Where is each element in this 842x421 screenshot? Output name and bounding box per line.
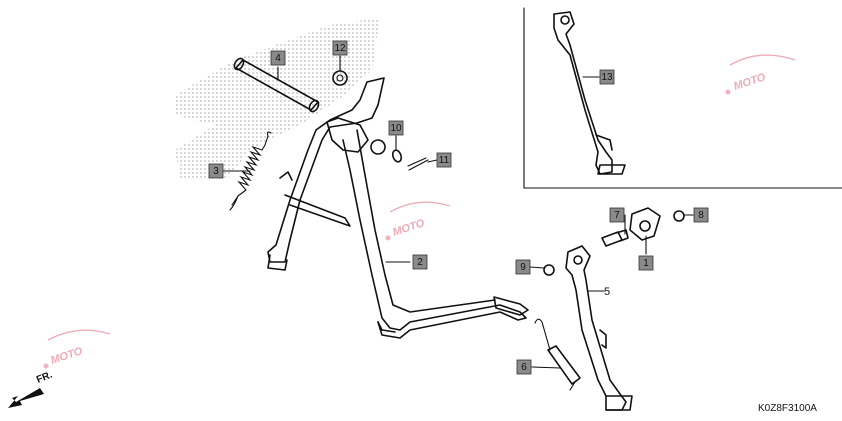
small-washer [543,264,555,276]
callout-11: 11 [436,152,452,168]
callout-box [270,50,286,66]
callout-box [332,40,348,56]
side-stand-assembly [553,11,626,175]
spring [229,131,272,211]
callout-9: 9 [515,259,531,275]
callout-box [436,152,452,168]
callout-number: 9 [520,262,526,273]
washer [391,149,403,163]
side-stand-spring [534,318,581,391]
callout-box [412,254,428,270]
callout-3: 3 [208,163,224,179]
front-direction-label: FR. [35,369,54,385]
watermark-text: MOTO [732,71,767,93]
callout-number: 4 [275,53,281,64]
callout-13: 13 [599,69,615,85]
cotter-pin [407,157,429,171]
leader-lines [222,55,694,369]
nut [332,70,348,86]
callout-number: 3 [213,166,219,177]
side-stand-switch [629,207,661,241]
callout-2: 2 [412,254,428,270]
callout-number: 1 [643,258,649,269]
inset-frame [523,7,842,189]
small-nut [673,210,685,222]
callout-number: 5 [604,286,610,298]
callout-box [515,259,531,275]
callout-12: 12 [332,40,348,56]
callout-box [208,163,224,179]
callout-number: 10 [390,123,402,134]
pivot-pipe [233,57,320,113]
watermark-text: MOTO [49,345,84,367]
main-stand [267,77,529,339]
callout-box [516,359,532,375]
callout-5: 5 [604,286,610,298]
callout-box [388,120,404,136]
callout-number: 13 [601,72,613,83]
diagram-code: K0Z8F3100A [758,403,817,414]
callout-box [609,207,625,223]
callout-6: 6 [516,359,532,375]
callout-box [638,255,654,271]
callout-number: 11 [439,155,450,166]
front-direction-arrow: FR. [8,369,54,408]
callout-10: 10 [388,120,404,136]
bolt [601,229,629,247]
callout-number: 2 [417,257,423,268]
callout-number: 12 [334,43,346,54]
callout-8: 8 [693,207,709,223]
side-stand-bar [565,245,633,411]
callout-number: 6 [521,362,527,373]
frame-background [175,18,380,178]
callout-number: 8 [698,210,704,221]
callout-7: 7 [609,207,625,223]
callout-box [693,207,709,223]
callout-1: 1 [638,255,654,271]
callout-number: 7 [614,210,620,221]
callout-box [599,69,615,85]
watermark-text: MOTO [391,217,426,239]
callout-4: 4 [270,50,286,66]
